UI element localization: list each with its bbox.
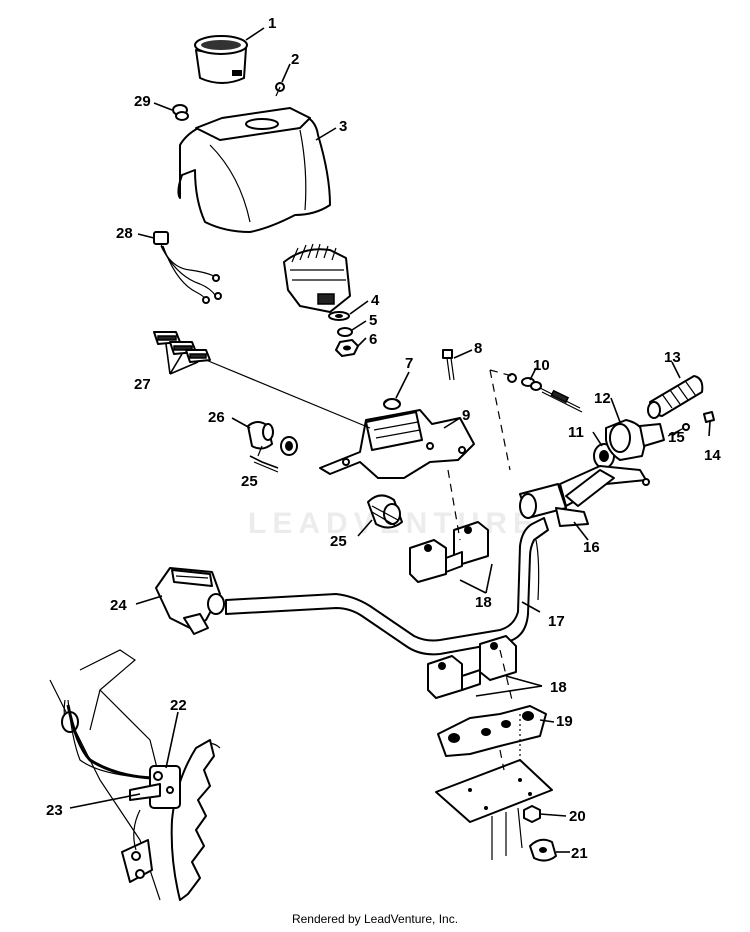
footer-credit: Rendered by LeadVenture, Inc.	[291, 912, 459, 926]
part-9-bracket	[319, 409, 475, 479]
part-26-switch	[247, 421, 274, 457]
part-14-cap	[703, 411, 715, 423]
callout-22: 22	[170, 697, 187, 714]
callout-12: 12	[594, 390, 611, 407]
callout-15: 15	[668, 429, 685, 446]
part-28-wire-connector	[153, 231, 222, 304]
ignition-switch	[283, 243, 351, 313]
callout-17: 17	[548, 613, 565, 630]
callout-25-lower: 25	[330, 533, 347, 550]
part-16-brake-lever	[519, 465, 650, 527]
part-17-handlebar	[225, 517, 549, 656]
front-wheel-assembly	[49, 649, 221, 901]
callout-11: 11	[568, 424, 584, 441]
callout-1: 1	[268, 15, 276, 32]
callout-7: 7	[405, 355, 413, 372]
part-1-speedometer	[194, 35, 248, 84]
assembly-lines	[205, 359, 521, 771]
callout-18-lower: 18	[550, 679, 567, 696]
callout-29: 29	[134, 93, 151, 110]
part-19-riser	[437, 705, 547, 757]
part-5-lockwasher	[337, 327, 353, 337]
callout-10: 10	[533, 357, 550, 374]
callout-13: 13	[664, 349, 681, 366]
callout-26: 26	[208, 409, 225, 426]
part-27-indicator-lenses	[153, 331, 211, 363]
callout-4: 4	[371, 292, 380, 309]
part-18-clamp-upper	[409, 521, 489, 583]
part-8-bolt	[442, 349, 455, 381]
callout-16: 16	[583, 539, 600, 556]
callout-19: 19	[556, 713, 573, 730]
callout-20: 20	[569, 808, 586, 825]
callouts: 1 2 29 3 28 4 5 6 7 8 10 13 27 12 9 26 1…	[46, 15, 721, 862]
base-plate	[435, 759, 553, 860]
part-7-clip	[383, 398, 401, 410]
callout-3: 3	[339, 118, 347, 135]
callout-2: 2	[291, 51, 299, 68]
part-29-grommet	[172, 104, 189, 121]
callout-5: 5	[369, 312, 377, 329]
callout-21: 21	[571, 845, 588, 862]
callout-8: 8	[474, 340, 482, 357]
part-10-throttle-cable	[507, 373, 583, 413]
callout-28: 28	[116, 225, 133, 242]
callout-27: 27	[134, 376, 151, 393]
part-25-switch-knob	[367, 494, 403, 529]
part-18-clamp-lower	[427, 635, 517, 699]
callout-24: 24	[110, 597, 127, 614]
part-25-nut	[280, 436, 298, 456]
part-4-washer	[328, 311, 350, 321]
callout-18-upper: 18	[475, 594, 492, 611]
callout-25-upper: 25	[241, 473, 258, 490]
callout-9: 9	[462, 407, 470, 424]
part-12-throttle-housing	[605, 419, 665, 461]
callout-23: 23	[46, 802, 63, 819]
leader-lines	[69, 27, 711, 853]
part-2-screw	[275, 82, 285, 97]
part-6-nut	[335, 339, 359, 357]
callout-6: 6	[369, 331, 377, 348]
callout-14: 14	[704, 447, 721, 464]
part-13-grip	[647, 375, 704, 419]
part-21-clamp	[529, 838, 557, 862]
part-20-nut	[523, 805, 541, 823]
part-3-nacelle	[177, 107, 331, 233]
part-24-switch-housing	[155, 567, 225, 635]
